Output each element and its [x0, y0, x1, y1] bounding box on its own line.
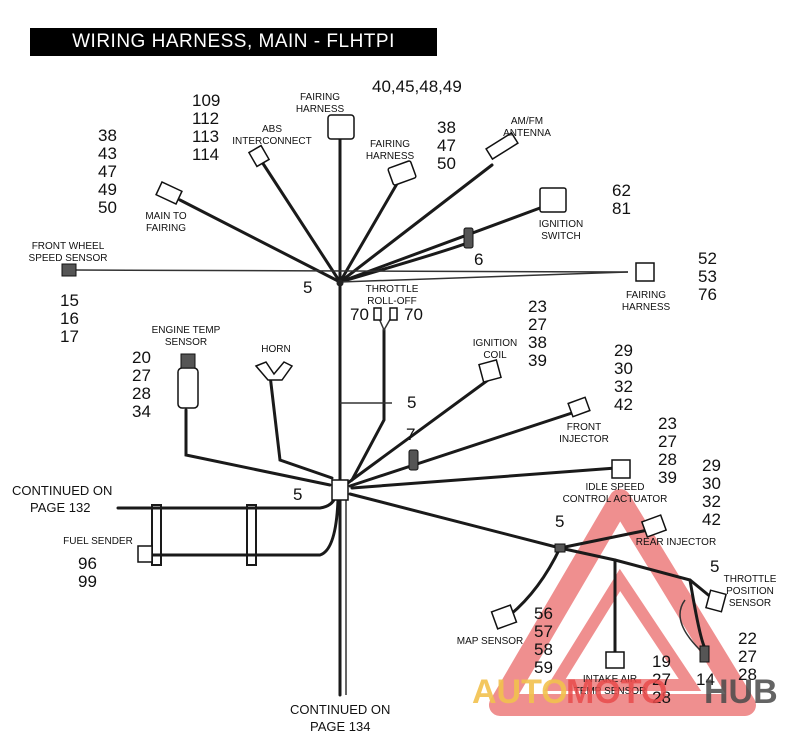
fairing-harness-mid-connector — [387, 160, 417, 186]
throttle-roll-off-ref-left: 70 — [350, 305, 369, 324]
fuel-sender-connector — [137, 545, 153, 563]
junction-hub — [331, 479, 349, 501]
fuel-sender-label: FUEL SENDER — [63, 536, 133, 547]
fairing-harness-right-connector — [635, 262, 655, 282]
idle-speed-connector — [611, 459, 631, 479]
clip-5-tps-ref: 5 — [710, 557, 719, 576]
clip-14-ref: 14 — [696, 670, 715, 689]
throttle-roll-off-right — [389, 307, 398, 321]
engine-temp-sensor-body — [177, 367, 199, 409]
main-to-fairing-connector — [155, 181, 183, 205]
clip-14-part — [699, 645, 710, 663]
brand-moto: MOTO — [566, 673, 667, 711]
front-wheel-speed-connector — [61, 263, 77, 277]
clip-5-mid-ref: 5 — [407, 393, 416, 412]
clip-5-rear-part — [554, 543, 566, 553]
title-banner: WIRING HARNESS, MAIN - FLHTPI — [30, 28, 437, 56]
throttle-roll-off-ref-right: 70 — [404, 305, 423, 324]
connectors — [61, 114, 727, 669]
clip-5-rear-ref: 5 — [555, 512, 564, 531]
ignition-coil-connector — [478, 359, 502, 383]
map-sensor-label: MAP SENSOR — [457, 636, 524, 647]
clip-5-top-ref: 5 — [303, 278, 312, 297]
throttle-position-connector — [705, 589, 727, 613]
horn-label: HORN — [261, 344, 290, 355]
clip-5-top-part — [336, 279, 344, 287]
abs-interconnect-connector — [247, 144, 271, 168]
rear-injector-connector — [640, 514, 668, 538]
ignition-switch-connector — [539, 187, 567, 213]
clip-6-part — [463, 227, 474, 249]
brand-auto: AUTO — [472, 673, 568, 711]
clip-7-ref: 7 — [406, 425, 415, 444]
am-fm-antenna-connector — [485, 131, 519, 161]
rear-injector-label: REAR INJECTOR — [636, 537, 716, 548]
fairing-harness-top-refs: 40,45,48,49 — [372, 77, 462, 96]
brand-hub: HUB — [704, 673, 778, 711]
engine-temp-sensor-top — [180, 353, 196, 369]
throttle-roll-off-left — [373, 307, 382, 321]
intake-air-temp-connector — [605, 651, 625, 669]
clip-7-part — [408, 449, 419, 471]
watermark-triangle-inner — [544, 568, 702, 691]
clip-6-ref: 6 — [474, 250, 483, 269]
fairing-harness-top-connector — [327, 114, 355, 140]
brand-logo: AUTO MOTO HUB — [472, 673, 778, 711]
map-sensor-connector — [490, 604, 518, 630]
horn-connector — [254, 361, 294, 381]
front-injector-connector — [567, 396, 591, 418]
clip-5-low-ref: 5 — [293, 485, 302, 504]
page-title: WIRING HARNESS, MAIN - FLHTPI — [72, 31, 395, 52]
